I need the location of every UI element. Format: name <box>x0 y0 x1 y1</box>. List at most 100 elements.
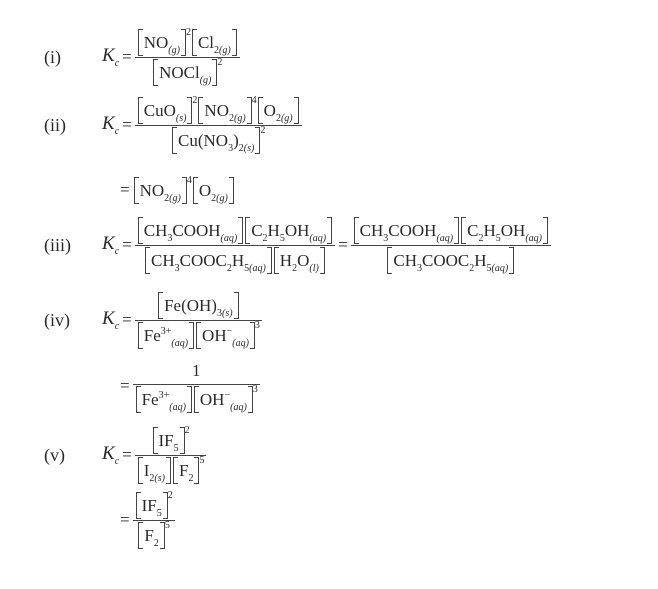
subscript: 2 <box>469 262 475 274</box>
subscript: 2 <box>238 142 244 154</box>
subscript: 2 <box>211 192 217 204</box>
equals-sign: = <box>120 180 130 199</box>
species-text: H <box>483 220 496 240</box>
species-text: COOH <box>388 220 437 240</box>
concentration-term: NO(g) <box>137 28 187 56</box>
fraction-bar <box>134 244 336 246</box>
species-text: H <box>231 250 245 270</box>
equals-sign: = <box>122 115 132 134</box>
subscript: 3 <box>383 232 389 244</box>
subscript: 2 <box>188 472 194 484</box>
kc-subscript: c <box>114 455 120 467</box>
species-text: CH <box>150 250 175 270</box>
denominator: NOCl(g)2 <box>150 56 224 87</box>
species-text: O <box>198 180 212 200</box>
kc-subscript: c <box>114 125 120 137</box>
equation-label: (i) <box>44 46 61 67</box>
species-text: I <box>143 460 150 480</box>
kc-symbol: Kc <box>102 233 120 257</box>
equals-sign: = <box>338 235 348 254</box>
species-text: ) <box>233 130 239 150</box>
species-text: CH <box>393 250 418 270</box>
equals-sign: = <box>122 445 132 464</box>
subscript: (s) <box>154 472 165 484</box>
species-text: H <box>279 250 293 270</box>
subscript: (aq) <box>169 402 186 413</box>
species-text: OH <box>284 220 310 240</box>
exponent: 2 <box>217 56 223 68</box>
fraction-bar <box>134 319 262 321</box>
subscript: 2 <box>262 232 268 244</box>
subscript: (s) <box>243 142 255 154</box>
subscript: 5 <box>486 262 492 274</box>
kc-symbol: Kc <box>102 113 120 137</box>
subscript: (g) <box>168 44 180 56</box>
subscript: (aq) <box>525 232 542 244</box>
species-text: CH <box>359 220 384 240</box>
concentration-term: CuO(s) <box>137 96 193 124</box>
equals-sign: = <box>122 47 132 66</box>
kc-subscript: c <box>114 320 120 332</box>
numerator: 1 <box>185 358 208 384</box>
exponent: 3 <box>254 319 260 331</box>
kc-symbol: Kc <box>102 308 120 332</box>
species-text: OH <box>500 220 526 240</box>
subscript: (aq) <box>171 337 189 349</box>
subscript: 5 <box>495 232 501 244</box>
exponent: 5 <box>199 454 205 466</box>
subscript: (g) <box>219 44 231 56</box>
species-text: 1 <box>191 361 201 380</box>
species-text: IF <box>158 430 174 450</box>
species-text: COOH <box>172 220 221 240</box>
species-text: O <box>297 250 310 270</box>
fraction-bar <box>350 244 551 246</box>
subscript: (aq) <box>249 262 266 274</box>
subscript: 3 <box>167 232 173 244</box>
concentration-term: 1 <box>188 359 205 383</box>
species-text: OH <box>202 325 227 345</box>
subscript: (aq) <box>309 232 327 244</box>
kc-subscript: c <box>114 245 120 257</box>
subscript: 2 <box>228 112 234 124</box>
subscript: 2 <box>214 44 220 56</box>
concentration-term: OH−(aq) <box>193 386 253 413</box>
species-text: Fe <box>143 325 161 345</box>
exponent: 2 <box>184 424 190 436</box>
species-text: C <box>251 220 263 240</box>
subscript: 3 <box>216 307 222 319</box>
species-text: COOC <box>179 250 227 270</box>
subscript: (g) <box>169 192 181 204</box>
subscript: 5 <box>244 262 250 274</box>
subscript: 2 <box>153 537 159 549</box>
species-text: H <box>474 250 487 270</box>
exponent: 2 <box>192 94 198 106</box>
subscript: 3 <box>417 262 423 274</box>
fraction-bar <box>134 56 240 58</box>
